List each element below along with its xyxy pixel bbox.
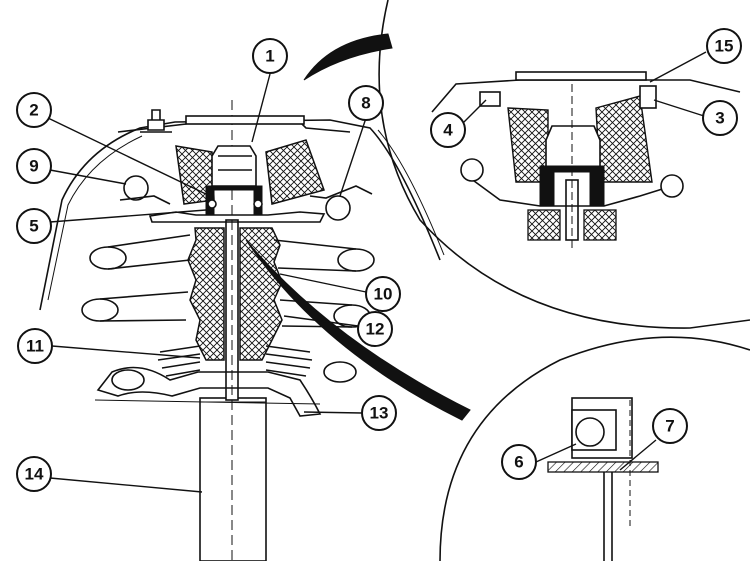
main-view bbox=[39, 100, 445, 561]
callout-3 bbox=[702, 100, 738, 136]
detail-view-bottom bbox=[245, 239, 750, 561]
bump-stop-bellows bbox=[157, 345, 201, 377]
upper-spring-seat bbox=[148, 211, 326, 223]
top-nut bbox=[211, 145, 257, 187]
body-panel-outline bbox=[39, 119, 441, 311]
callout-10-label: 10 bbox=[374, 285, 393, 304]
callout-11-label: 11 bbox=[26, 337, 44, 356]
callout-7-label: 7 bbox=[665, 417, 674, 436]
callouts: 1 2 9 5 8 10 12 11 13 14 bbox=[16, 28, 742, 493]
callout-4 bbox=[430, 112, 466, 148]
detail-top-border bbox=[378, 0, 750, 329]
callout-12-label: 12 bbox=[366, 320, 385, 339]
bearing-left bbox=[123, 175, 149, 201]
callout-10 bbox=[365, 276, 401, 312]
detail-bottom-border bbox=[439, 336, 750, 561]
callout-9-label: 9 bbox=[29, 157, 38, 176]
callout-7 bbox=[652, 408, 688, 444]
callout-4-label: 4 bbox=[443, 121, 453, 140]
callout-8-label: 8 bbox=[361, 94, 370, 113]
callout-8 bbox=[348, 85, 384, 121]
callout-12 bbox=[357, 311, 393, 347]
callout-13-label: 13 bbox=[370, 404, 389, 423]
lower-spring-seat bbox=[96, 366, 322, 417]
callout-14 bbox=[16, 456, 52, 492]
detail-view-top bbox=[303, 0, 750, 329]
rubber-bushing bbox=[205, 185, 263, 215]
detail-top-pointer bbox=[303, 33, 393, 81]
callout-9 bbox=[16, 148, 52, 184]
shock-absorber-tube bbox=[199, 397, 267, 561]
callout-14-label: 14 bbox=[25, 465, 44, 484]
detail-bottom-pointer bbox=[245, 239, 471, 421]
mount-bolt-left bbox=[147, 109, 165, 131]
callout-15 bbox=[706, 28, 742, 64]
callout-1 bbox=[252, 38, 288, 74]
callout-3-label: 3 bbox=[715, 109, 724, 128]
callout-6 bbox=[501, 444, 537, 480]
callout-6-label: 6 bbox=[514, 453, 523, 472]
callout-2-label: 2 bbox=[29, 101, 38, 120]
callout-5 bbox=[16, 208, 52, 244]
bearing-right bbox=[325, 195, 351, 221]
callout-11 bbox=[17, 328, 53, 364]
callout-2 bbox=[16, 92, 52, 128]
callout-1-label: 1 bbox=[265, 47, 274, 66]
callout-13 bbox=[361, 395, 397, 431]
dust-boot bbox=[187, 227, 225, 361]
callout-15-label: 15 bbox=[715, 37, 734, 56]
callout-5-label: 5 bbox=[29, 217, 38, 236]
